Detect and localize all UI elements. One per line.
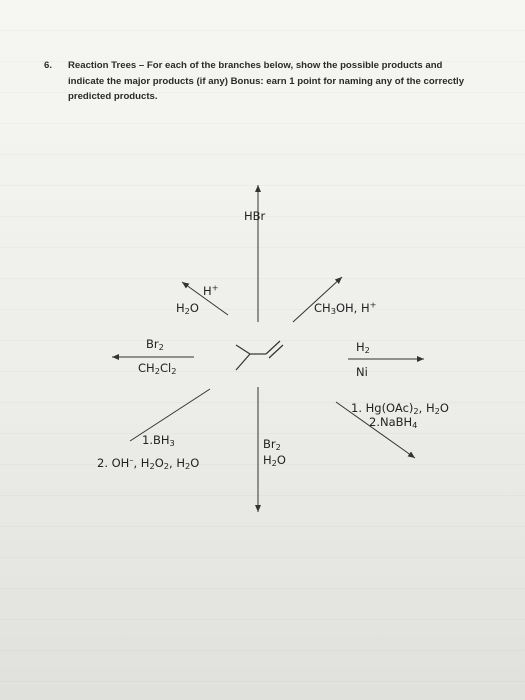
reagent-hbr: HBr bbox=[244, 209, 266, 223]
reagent-dichloromethane: CH2Cl2 bbox=[138, 361, 177, 377]
arrow-lower-left bbox=[129, 388, 211, 442]
reagent-bromine-left: Br2 bbox=[146, 337, 164, 353]
arrow-lower-right bbox=[335, 401, 416, 459]
arrow-upper-left bbox=[181, 281, 229, 316]
question-text: Reaction Trees – For each of the branche… bbox=[68, 60, 465, 102]
reagent-water-down: H2O bbox=[263, 453, 286, 469]
reagent-hydroboration-step1: 1.BH3 bbox=[142, 433, 175, 449]
reagent-nickel: Ni bbox=[356, 365, 368, 379]
reagent-bromine-down: Br2 bbox=[263, 437, 281, 453]
reagent-water-top: H2O bbox=[176, 301, 199, 317]
reagent-oxymercuration-step2: 2.NaBH4 bbox=[369, 415, 418, 431]
reagent-oxymercuration-step1: 1. Hg(OAc)2, H2O bbox=[351, 401, 449, 417]
alkene-structure bbox=[235, 340, 284, 371]
question-number: 6. bbox=[44, 60, 53, 71]
reagent-hydrogen: H2 bbox=[356, 340, 370, 356]
reagent-methanol-acid: CH3OH, H+ bbox=[314, 299, 377, 317]
arrow-upper-right bbox=[292, 276, 343, 323]
reagent-acid: H+ bbox=[203, 282, 219, 298]
reagent-hydroboration-step2: 2. OH–, H2O2, H2O bbox=[97, 454, 200, 472]
